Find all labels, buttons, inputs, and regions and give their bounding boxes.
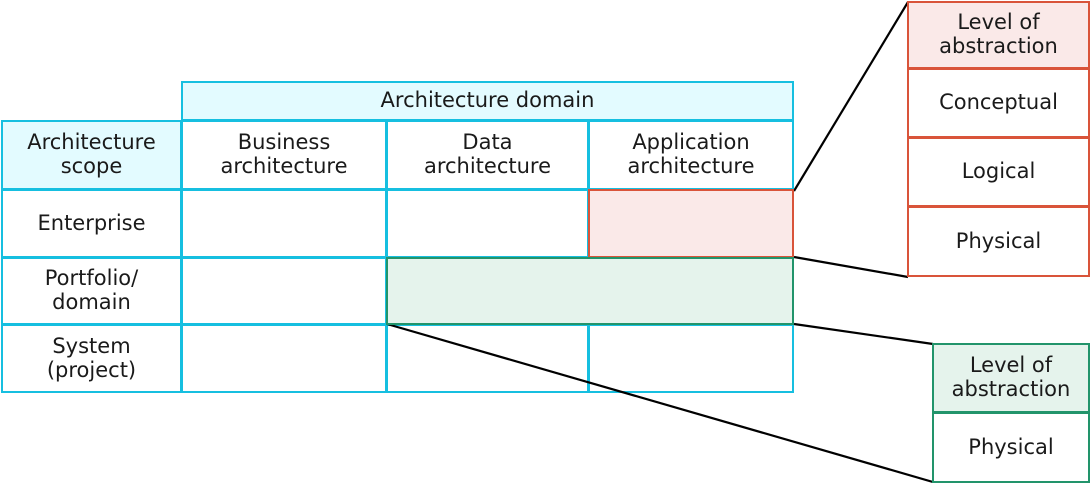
matrix-row-header-enterprise: Enterprise [1, 189, 182, 258]
matrix-cell-enterprise-data [386, 189, 589, 258]
matrix-cell-system-data [386, 324, 589, 393]
matrix-row-header-portfolio-domain: Portfolio/ domain [1, 257, 182, 325]
matrix-cell-portfolio-business [181, 257, 387, 325]
panel-abstraction-item-logical: Logical [907, 137, 1090, 207]
connector-portfolio-band-top [793, 322, 934, 346]
matrix-row-header-system-project: System (project) [1, 324, 182, 393]
matrix-column-header-business: Business architecture [181, 120, 387, 190]
connector-enterprise-app-bottom [793, 255, 909, 279]
matrix-column-header-data: Data architecture [386, 120, 589, 190]
matrix-cell-system-application [588, 324, 794, 393]
matrix-cell-system-business [181, 324, 387, 393]
highlight-enterprise-application [588, 189, 794, 258]
panel-abstraction-item-physical: Physical [907, 206, 1090, 277]
highlight-portfolio-band [386, 257, 794, 325]
matrix-column-header-application: Application architecture [588, 120, 794, 190]
panel-abstraction-full-title: Level of abstraction [907, 1, 1090, 69]
panel-abstraction-physical-item-physical: Physical [932, 412, 1090, 483]
matrix-scope-header: Architecture scope [1, 120, 182, 190]
matrix-domain-header: Architecture domain [181, 81, 794, 121]
matrix-cell-enterprise-business [181, 189, 387, 258]
connector-enterprise-app-top [793, 1, 909, 192]
panel-abstraction-item-conceptual: Conceptual [907, 68, 1090, 138]
panel-abstraction-physical-title: Level of abstraction [932, 343, 1090, 413]
